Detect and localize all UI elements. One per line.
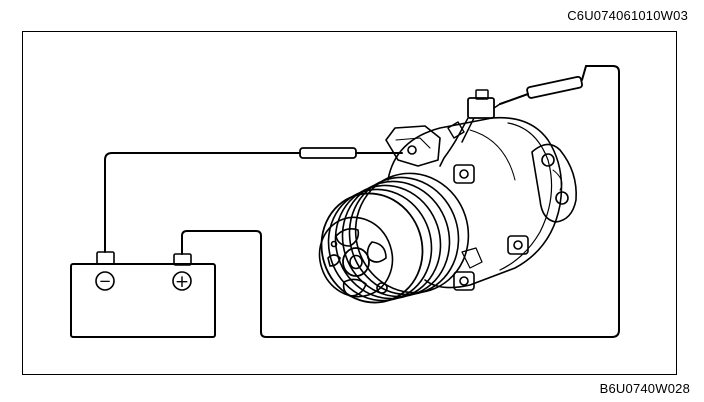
ac-compressor bbox=[318, 116, 577, 304]
clutch-hub bbox=[318, 216, 394, 298]
clutch-lead bbox=[439, 139, 457, 167]
clutch-pulley bbox=[320, 172, 470, 304]
negative-symbol: − bbox=[99, 272, 112, 290]
clutch-connector bbox=[455, 89, 501, 143]
positive-wire bbox=[181, 65, 620, 338]
battery bbox=[70, 251, 216, 338]
clutch-lead-clip bbox=[447, 121, 465, 139]
mounting-bracket bbox=[385, 125, 441, 167]
battery-negative-terminal bbox=[96, 251, 115, 265]
fuse-to-connector-wire bbox=[499, 65, 587, 105]
positive-symbol: + bbox=[175, 272, 189, 292]
rear-mount bbox=[531, 143, 577, 223]
figure-code-top: C6U074061010W03 bbox=[567, 8, 688, 23]
battery-positive-terminal bbox=[173, 253, 192, 266]
positive-fuse bbox=[526, 75, 583, 99]
negative-fuse bbox=[299, 147, 357, 159]
mount-boss-mid bbox=[507, 235, 529, 255]
diagram-frame bbox=[22, 31, 677, 375]
mount-boss-lower bbox=[453, 271, 475, 291]
mount-boss-upper bbox=[453, 164, 475, 184]
figure-code-bottom: B6U0740W028 bbox=[599, 381, 690, 396]
